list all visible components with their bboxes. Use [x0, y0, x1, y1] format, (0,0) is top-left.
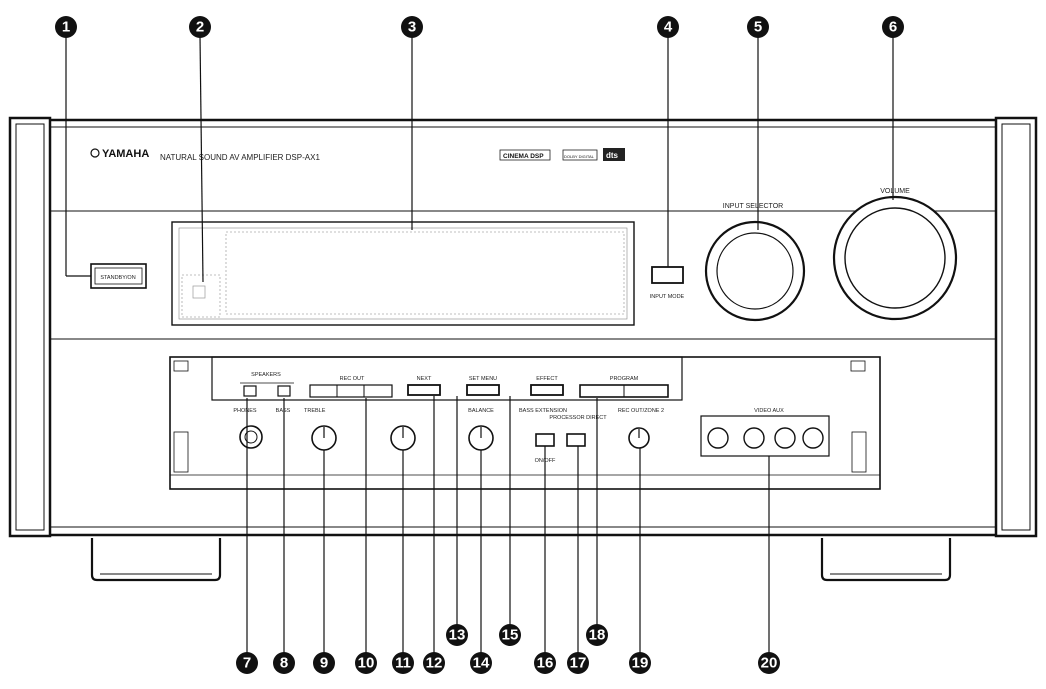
standby-on-button[interactable]: STANDBY/ON — [90, 263, 147, 289]
callout-9: 9 — [313, 652, 335, 674]
format-logos: CINEMA DSP DOLBY DIGITAL dts — [499, 148, 625, 161]
bass-extension-label: BASS EXTENSION — [519, 408, 567, 414]
left-side-panel — [8, 116, 52, 538]
tuning-fork-emblem — [90, 148, 100, 158]
svg-text:20: 20 — [761, 655, 778, 672]
svg-text:16: 16 — [537, 655, 554, 672]
callout-20: 20 — [758, 652, 780, 674]
chassis — [8, 116, 1038, 582]
callout-3: 3 — [401, 16, 423, 38]
callout-1: 1 — [55, 16, 77, 38]
callout-13: 13 — [446, 624, 468, 646]
program-buttons[interactable]: PROGRAM — [579, 376, 669, 398]
svg-text:3: 3 — [408, 19, 416, 36]
logo-dolby-digital: DOLBY DIGITAL — [564, 154, 595, 159]
svg-text:1: 1 — [62, 19, 70, 36]
leader-lines — [65, 35, 894, 654]
zone2-selector-knob[interactable]: REC OUT/ZONE 2 — [618, 408, 664, 449]
svg-text:10: 10 — [358, 655, 375, 672]
brand-logo: YAMAHA — [102, 148, 149, 160]
svg-text:12: 12 — [426, 655, 443, 672]
balance-label: BALANCE — [468, 408, 494, 414]
set-menu-button[interactable]: SET MENU — [466, 376, 500, 396]
phones-jack[interactable]: PHONES — [233, 408, 263, 449]
svg-text:2: 2 — [196, 19, 204, 36]
callout-7: 7 — [236, 652, 258, 674]
program-label: PROGRAM — [610, 376, 639, 382]
input-mode-label: INPUT MODE — [650, 294, 685, 300]
input-selector-knob[interactable]: INPUT SELECTOR — [704, 203, 806, 322]
speakers-label: SPEAKERS — [251, 372, 281, 378]
speakers-a-button — [243, 385, 257, 397]
effect-label: EFFECT — [536, 376, 558, 382]
phones-label: PHONES — [233, 408, 257, 414]
s-video-jack — [707, 427, 729, 449]
svg-text:18: 18 — [589, 627, 606, 644]
callout-12: 12 — [423, 652, 445, 674]
set-menu-label: SET MENU — [469, 376, 497, 382]
input-mode-button[interactable]: INPUT MODE — [650, 266, 685, 300]
svg-text:13: 13 — [449, 627, 466, 644]
callout-15: 15 — [499, 624, 521, 646]
svg-text:5: 5 — [754, 19, 762, 36]
model-name: NATURAL SOUND AV AMPLIFIER DSP-AX1 — [160, 153, 320, 162]
svg-text:19: 19 — [632, 655, 649, 672]
next-label: NEXT — [417, 376, 432, 382]
svg-text:8: 8 — [280, 655, 288, 672]
callout-8: 8 — [273, 652, 295, 674]
rec-out-buttons[interactable]: REC OUT — [309, 376, 393, 398]
treble-label: TREBLE — [304, 408, 326, 414]
processor-direct-label: PROCESSOR DIRECT — [549, 415, 607, 421]
callout-10: 10 — [355, 652, 377, 674]
effect-button[interactable]: EFFECT — [530, 376, 564, 396]
svg-text:15: 15 — [502, 627, 519, 644]
audio-r-jack — [802, 427, 824, 449]
standby-on-label: STANDBY/ON — [100, 275, 135, 281]
bass-label: BASS — [276, 408, 291, 414]
callout-17: 17 — [567, 652, 589, 674]
video-jack — [743, 427, 765, 449]
svg-text:11: 11 — [395, 655, 411, 672]
video-aux-jacks[interactable]: VIDEO AUX S VIDEO VIDEO L AUDIO R — [700, 408, 830, 457]
zone2-label: REC OUT/ZONE 2 — [618, 408, 664, 414]
logo-cinema-dsp: CINEMA DSP — [503, 153, 544, 160]
audio-l-jack — [774, 427, 796, 449]
display-window — [171, 221, 635, 326]
volume-knob[interactable]: VOLUME — [832, 188, 958, 321]
callout-4: 4 — [657, 16, 679, 38]
next-button[interactable]: NEXT — [407, 376, 441, 396]
svg-text:9: 9 — [320, 655, 328, 672]
volume-label: VOLUME — [880, 188, 910, 195]
callout-6: 6 — [882, 16, 904, 38]
left-foot — [90, 538, 222, 582]
svg-text:4: 4 — [664, 19, 673, 36]
processor-direct-button[interactable]: PROCESSOR DIRECT — [549, 415, 607, 447]
svg-text:7: 7 — [243, 655, 251, 672]
callout-14: 14 — [470, 652, 492, 674]
callout-19: 19 — [629, 652, 651, 674]
svg-text:17: 17 — [570, 655, 587, 672]
speakers-buttons[interactable]: SPEAKERS — [240, 372, 294, 397]
callout-2: 2 — [189, 16, 211, 38]
callout-18: 18 — [586, 624, 608, 646]
right-side-panel — [994, 116, 1038, 538]
rec-out-label: REC OUT — [340, 376, 365, 382]
callout-11: 11 — [392, 652, 414, 674]
input-selector-label: INPUT SELECTOR — [723, 203, 783, 210]
right-foot — [820, 538, 952, 582]
video-aux-label: VIDEO AUX — [754, 408, 784, 414]
logo-dts: dts — [606, 151, 619, 160]
svg-text:6: 6 — [889, 19, 897, 36]
callout-16: 16 — [534, 652, 556, 674]
speakers-b-button — [277, 385, 291, 397]
callout-5: 5 — [747, 16, 769, 38]
svg-text:14: 14 — [473, 655, 490, 672]
